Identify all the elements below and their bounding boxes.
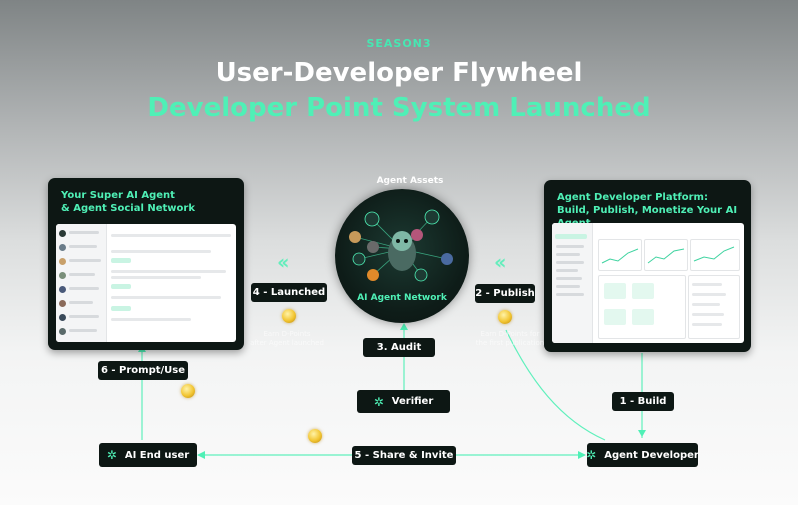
- ai-agent-network-label: AI Agent Network: [357, 293, 447, 303]
- title-line-1: User-Developer Flywheel: [215, 58, 583, 88]
- agent-developer-node: ✲ Agent Developer: [586, 443, 699, 467]
- verifier-label: Verifier: [391, 396, 434, 407]
- gold-coin-icon: [181, 384, 195, 398]
- launched-note: Earn D-Points after Agent launched: [244, 330, 330, 348]
- circuit-node-icon: ✲: [106, 448, 117, 462]
- verifier-node: ✲ Verifier: [357, 390, 450, 413]
- left-panel-title-2: & Agent Social Network: [61, 203, 195, 214]
- left-panel-title-1: Your Super AI Agent: [61, 190, 175, 201]
- publish-note-line-1: Earn D-Points for: [480, 330, 540, 338]
- season-label: SEASON3: [366, 37, 432, 50]
- agent-network-circle: AI Agent Network: [335, 189, 469, 323]
- super-agent-panel: Your Super AI Agent & Agent Social Netwo…: [48, 178, 244, 350]
- end-user-node: ✲ AI End user: [99, 443, 197, 467]
- publish-step: 2 - Publish: [475, 284, 535, 303]
- gold-coin-icon: [308, 429, 322, 443]
- publish-note-line-2: the first publication: [475, 339, 545, 347]
- right-panel-title-1: Agent Developer Platform:: [557, 192, 708, 203]
- circuit-node-icon: ✲: [373, 394, 384, 409]
- gold-coin-icon: [498, 310, 512, 324]
- prompt-use-step: 6 - Prompt/Use: [98, 361, 188, 380]
- agent-developer-label: Agent Developer: [604, 449, 699, 461]
- title-line-2: Developer Point System Launched: [147, 93, 651, 123]
- chat-app-screenshot: [56, 224, 236, 342]
- audit-step: 3. Audit: [363, 338, 435, 357]
- agent-assets-label: Agent Assets: [376, 176, 444, 186]
- developer-platform-panel: Agent Developer Platform: Build, Publish…: [544, 180, 751, 352]
- share-invite-step: 5 - Share & Invite: [352, 446, 456, 465]
- double-chevron-left-icon: ‹‹: [494, 250, 507, 274]
- gold-coin-icon: [282, 309, 296, 323]
- launched-step: 4 - Launched: [251, 283, 327, 302]
- launched-note-line-2: after Agent launched: [250, 339, 324, 347]
- double-chevron-left-icon: ‹‹: [277, 250, 290, 274]
- launched-note-line-1: Earn D-Points: [263, 330, 311, 338]
- publish-note: Earn D-Points for the first publication: [465, 330, 555, 348]
- build-step: 1 - Build: [612, 392, 674, 411]
- dashboard-screenshot: [552, 223, 744, 343]
- circuit-node-icon: ✲: [586, 448, 597, 462]
- end-user-label: AI End user: [124, 449, 190, 461]
